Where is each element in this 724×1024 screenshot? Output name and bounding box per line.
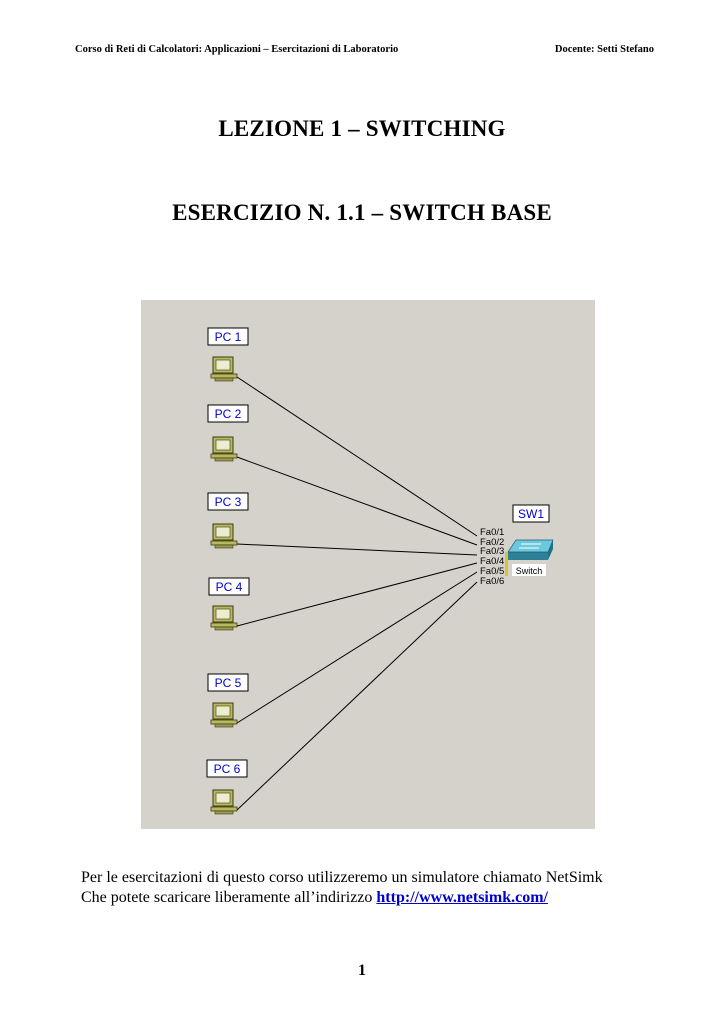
pc-label: PC 6 [214,762,241,776]
link-line [236,571,478,724]
switch-icon: Switch [505,539,554,576]
computer-icon [210,356,238,382]
page-header-right: Docente: Setti Stefano [554,44,654,55]
pc-node: PC 2 [207,404,249,462]
pc-label-box [207,327,249,346]
switch-label-box [512,504,550,523]
pc-label-box [207,673,249,692]
pc-node: PC 5 [207,673,249,728]
computer-icon [210,523,238,549]
port-label: Fa0/3 [480,546,504,557]
pc-node: PC 1 [207,327,249,382]
body-line-2-text: Che potete scaricare liberamente all’ind… [81,889,377,906]
pc-label: PC 2 [215,407,242,421]
port-label: Fa0/1 [480,527,504,538]
pc-label-box [207,404,249,423]
switch-icon-text: Switch [516,566,543,576]
pc-label-box [208,577,250,596]
pc-node: PC 6 [206,759,248,815]
computer-icon [210,436,238,462]
link-line [236,543,478,556]
pc-label: PC 1 [215,330,242,344]
computer-icon [210,789,238,815]
pc-label: PC 5 [215,676,242,690]
link-line [236,456,478,546]
body-line-2: Che potete scaricare liberamente all’ind… [81,888,548,908]
netsimk-link[interactable]: http://www.netsimk.com/ [376,889,548,906]
pc-node: PC 4 [208,577,250,631]
page-number: 1 [358,962,366,979]
body-line-1: Per le esercitazioni di questo corso uti… [81,869,603,886]
link-line [236,562,478,627]
link-line [236,581,478,811]
port-label: Fa0/4 [480,556,504,567]
port-label: Fa0/2 [480,537,504,548]
page-header-left: Corso di Reti di Calcolatori: Applicazio… [75,44,399,55]
exercise-title: ESERCIZIO N. 1.1 – SWITCH BASE [172,200,552,225]
port-label: Fa0/5 [480,566,504,577]
pc-label-box [207,492,249,511]
computer-icon [210,702,238,728]
port-label: Fa0/6 [480,576,504,587]
link-line [236,376,478,537]
pc-node: PC 3 [207,492,249,549]
lesson-title: LEZIONE 1 – SWITCHING [218,116,506,141]
computer-icon [210,605,238,631]
switch-label: SW1 [518,507,544,521]
pc-label-box [206,759,248,778]
pc-label: PC 4 [216,580,243,594]
pc-label: PC 3 [215,495,242,509]
